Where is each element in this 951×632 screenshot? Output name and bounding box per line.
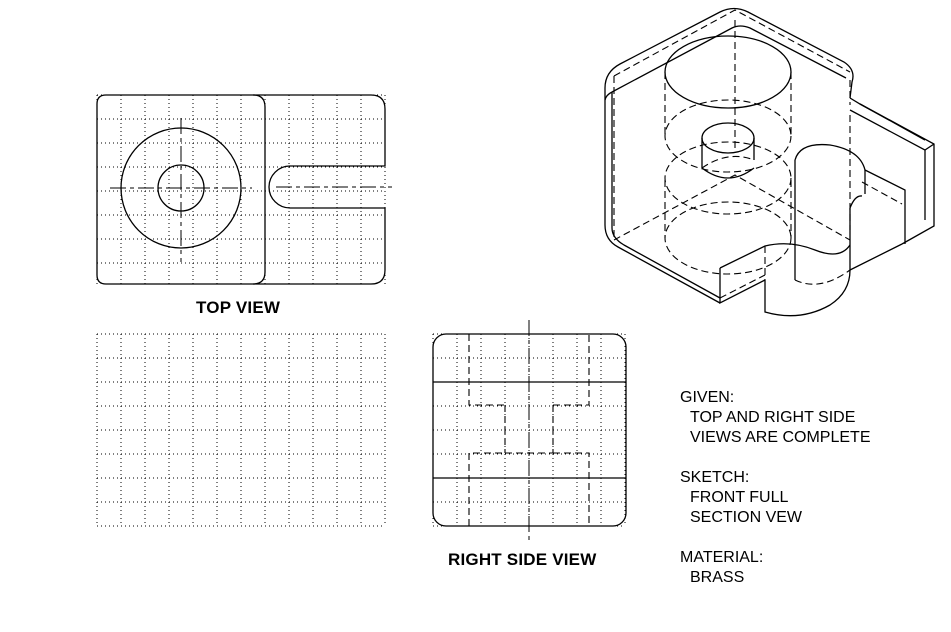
iso-bottom-step bbox=[719, 268, 766, 305]
material-heading: MATERIAL: bbox=[680, 549, 764, 566]
iso-front-left-face bbox=[604, 88, 721, 304]
notes-spacer bbox=[680, 448, 870, 468]
right-side-view-drawing bbox=[432, 320, 627, 540]
given-line-1: TOP AND RIGHT SIDE bbox=[690, 409, 856, 426]
front-section-sketch-grid bbox=[96, 333, 386, 527]
top-view-outline bbox=[96, 94, 386, 285]
iso-slot bbox=[794, 143, 906, 244]
right-side-view-label: RIGHT SIDE VIEW bbox=[448, 550, 597, 569]
given-line-2: VIEWS ARE COMPLETE bbox=[690, 429, 871, 446]
iso-counterbore-ellipse bbox=[664, 35, 792, 109]
top-view-drawing bbox=[96, 94, 392, 285]
counterbore-hidden bbox=[468, 334, 590, 406]
sketch-line-1: FRONT FULL bbox=[690, 489, 789, 506]
notes-spacer bbox=[680, 528, 870, 548]
top-view-block-divider bbox=[252, 94, 266, 285]
through-hole-hidden bbox=[504, 405, 554, 453]
iso-right-wing bbox=[849, 97, 935, 245]
isometric-pictorial bbox=[604, 7, 935, 317]
given-heading: GIVEN: bbox=[680, 389, 735, 406]
sketch-heading: SKETCH: bbox=[680, 469, 750, 486]
drawing-notes: GIVEN: TOP AND RIGHT SIDE VIEWS ARE COMP… bbox=[680, 388, 870, 588]
iso-top-face bbox=[604, 7, 854, 99]
material-line-1: BRASS bbox=[690, 569, 745, 586]
iso-back-top-hidden bbox=[613, 9, 851, 77]
top-view-label: TOP VIEW bbox=[196, 298, 281, 317]
lower-bore-hidden bbox=[468, 452, 590, 526]
sketch-line-2: SECTION VEW bbox=[690, 509, 803, 526]
